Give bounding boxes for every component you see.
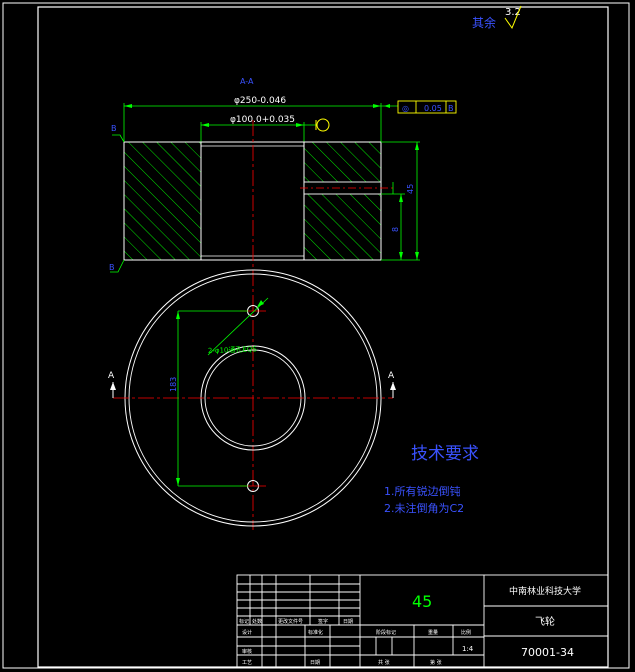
stage-mark: 阶段标记 [376, 629, 396, 636]
row-process: 工艺 [242, 660, 252, 666]
roughness-value: 3.2 [505, 7, 521, 18]
row-design: 设计 [242, 629, 252, 636]
dim-outer-diameter: φ250-0.046 [234, 96, 286, 106]
row-review: 审核 [242, 648, 252, 655]
dim-bore-diameter: φ100.0+0.035 [230, 115, 295, 125]
header-cell-count: 处数 [252, 618, 262, 625]
header-cell-date: 日期 [343, 619, 353, 625]
part-name: 飞轮 [535, 615, 555, 628]
drawing-number: 70001-34 [521, 646, 574, 659]
dim-height-lower: 8 [391, 227, 400, 232]
tolerance-symbol: ◎ [402, 104, 409, 113]
row-standard: 标准化 [308, 629, 323, 636]
sheet-total: 共 张 [378, 659, 390, 666]
tolerance-datum: B [448, 104, 454, 113]
tolerance-value: 0.05 [424, 104, 442, 113]
header-cell-mark: 标记 [239, 618, 249, 625]
view-arrow-right-label: A [388, 371, 395, 381]
roughness-note: 其余 [472, 15, 496, 30]
tech-req-item-1: 1.所有锐边倒钝 [384, 484, 461, 498]
datum-bottom-label: B [109, 263, 115, 272]
section-bore [200, 141, 305, 261]
material-text: 45 [412, 592, 432, 611]
row-process-date: 日期 [310, 660, 320, 666]
section-hatch-left [123, 141, 202, 261]
header-cell-sign: 签字 [318, 618, 328, 625]
title-block [236, 574, 609, 668]
dim-height: 45 [406, 184, 415, 194]
stage-weight: 重量 [428, 629, 438, 636]
sheet-current: 第 张 [430, 659, 442, 666]
view-arrow-left-label: A [108, 371, 115, 381]
tech-req-title: 技术要求 [411, 444, 479, 464]
section-label: A-A [240, 77, 254, 86]
school-name: 中南林业科技大学 [509, 585, 581, 597]
scale-value: 1:4 [462, 645, 474, 653]
tech-req-item-2: 2.未注倒角为C2 [384, 501, 464, 515]
section-view [123, 141, 395, 261]
datum-top-label: B [111, 124, 117, 133]
datum-circle-icon [316, 118, 330, 132]
holes-note: 2-φ10通孔EQS [208, 344, 258, 355]
dim-hole-spacing: 183 [169, 377, 178, 392]
view-arrow-right-icon [390, 382, 396, 390]
view-arrow-left-icon [110, 382, 116, 390]
header-cell-change: 更改文件号 [278, 618, 303, 625]
stage-scale: 比例 [461, 629, 471, 636]
section-hatch-right [303, 141, 382, 261]
tolerance-frame [397, 100, 457, 114]
hole-leader [207, 297, 269, 356]
roughness-symbol-icon [504, 5, 522, 30]
